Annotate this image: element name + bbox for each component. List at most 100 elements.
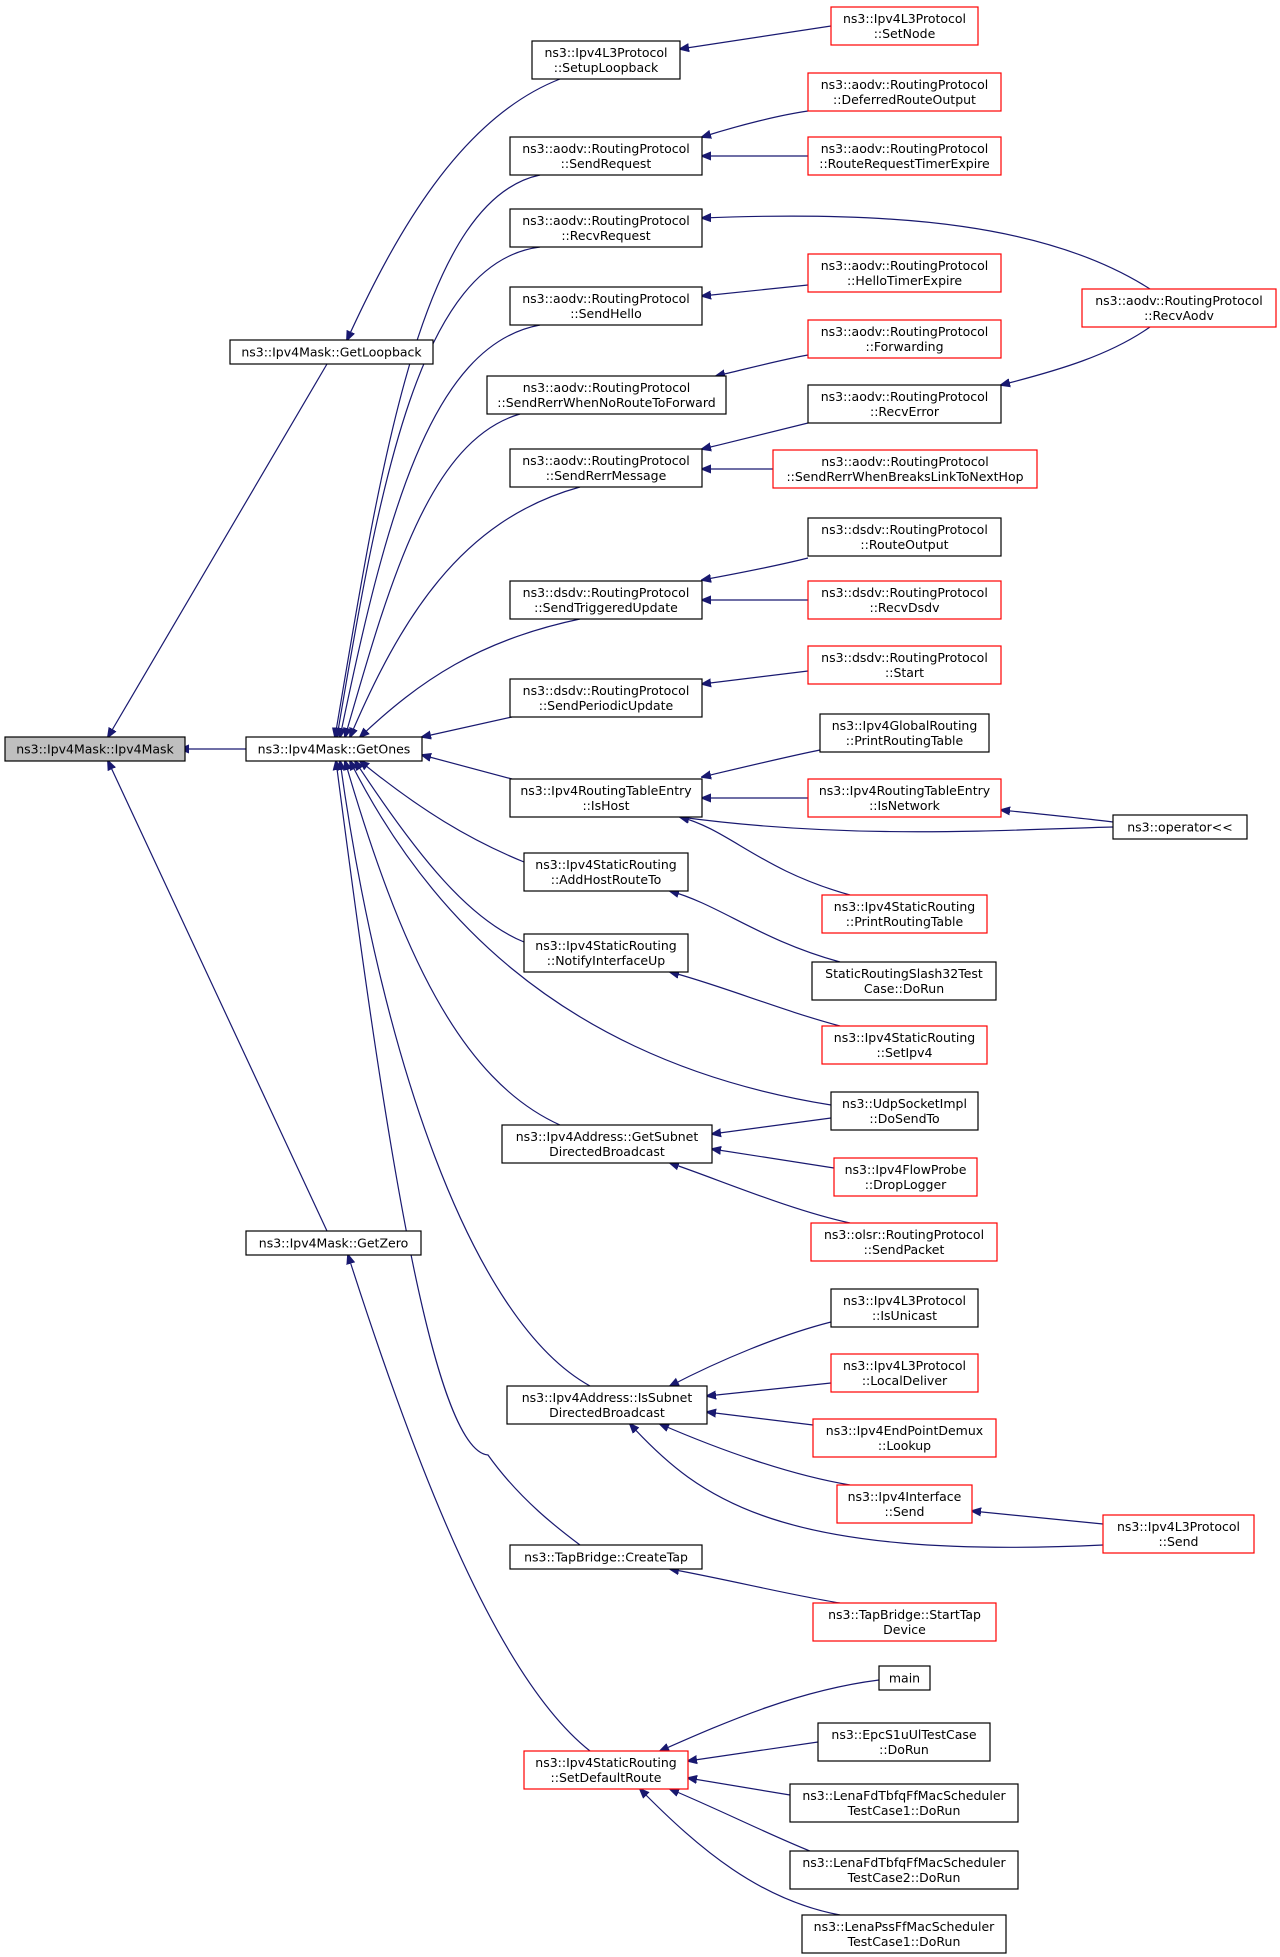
node-main[interactable]: main xyxy=(878,1665,931,1691)
node-sendHello[interactable]: ns3::aodv::RoutingProtocol::SendHello xyxy=(509,286,703,326)
node-isSubnetDirected[interactable]: ns3::Ipv4Address::IsSubnetDirectedBroadc… xyxy=(506,1385,708,1425)
node-box[interactable] xyxy=(509,678,703,718)
node-sendRerrBreaks[interactable]: ns3::aodv::RoutingProtocol::SendRerrWhen… xyxy=(772,449,1038,489)
node-sendRerrMessage[interactable]: ns3::aodv::RoutingProtocol::SendRerrMess… xyxy=(509,448,703,488)
node-box[interactable] xyxy=(531,40,681,80)
node-lenaFd1[interactable]: ns3::LenaFdTbfqFfMacSchedulerTestCase1::… xyxy=(789,1783,1019,1823)
node-staticPrintRoutingTable[interactable]: ns3::Ipv4StaticRouting::PrintRoutingTabl… xyxy=(821,894,988,934)
node-addHostRouteTo[interactable]: ns3::Ipv4StaticRouting::AddHostRouteTo xyxy=(523,852,689,892)
node-box[interactable] xyxy=(810,1222,998,1262)
node-olsrSendPacket[interactable]: ns3::olsr::RoutingProtocol::SendPacket xyxy=(810,1222,998,1262)
node-lenaPss1[interactable]: ns3::LenaPssFfMacSchedulerTestCase1::DoR… xyxy=(801,1914,1007,1954)
node-box[interactable] xyxy=(807,384,1002,424)
node-box[interactable] xyxy=(811,961,997,1001)
node-box[interactable] xyxy=(523,852,689,892)
node-box[interactable] xyxy=(830,6,979,46)
node-box[interactable] xyxy=(878,1665,931,1691)
node-box[interactable] xyxy=(509,580,703,620)
node-box[interactable] xyxy=(830,1288,979,1328)
node-box[interactable] xyxy=(807,778,1002,818)
node-operatorLL[interactable]: ns3::operator<< xyxy=(1112,814,1248,840)
node-box[interactable] xyxy=(807,72,1002,112)
node-box[interactable] xyxy=(772,449,1038,489)
node-box[interactable] xyxy=(821,894,988,934)
node-lookup[interactable]: ns3::Ipv4EndPointDemux::Lookup xyxy=(812,1418,997,1458)
node-recvError[interactable]: ns3::aodv::RoutingProtocol::RecvError xyxy=(807,384,1002,424)
node-setupLoopback[interactable]: ns3::Ipv4L3Protocol::SetupLoopback xyxy=(531,40,681,80)
node-lenaFd2[interactable]: ns3::LenaFdTbfqFfMacSchedulerTestCase2::… xyxy=(789,1850,1019,1890)
node-box[interactable] xyxy=(807,645,1002,685)
node-box[interactable] xyxy=(1112,814,1248,840)
node-epcDoRun[interactable]: ns3::EpcS1uUlTestCase::DoRun xyxy=(817,1722,991,1762)
node-isNetwork[interactable]: ns3::Ipv4RoutingTableEntry::IsNetwork xyxy=(807,778,1002,818)
node-box[interactable] xyxy=(821,1025,988,1065)
node-doSendTo[interactable]: ns3::UdpSocketImpl::DoSendTo xyxy=(830,1091,979,1131)
node-sendRequest[interactable]: ns3::aodv::RoutingProtocol::SendRequest xyxy=(509,136,703,176)
node-l3Send[interactable]: ns3::Ipv4L3Protocol::Send xyxy=(1102,1514,1255,1554)
node-dsdvStart[interactable]: ns3::dsdv::RoutingProtocol::Start xyxy=(807,645,1002,685)
node-box[interactable] xyxy=(486,375,727,415)
node-sendRerrNoRoute[interactable]: ns3::aodv::RoutingProtocol::SendRerrWhen… xyxy=(486,375,727,415)
node-box[interactable] xyxy=(509,448,703,488)
node-box[interactable] xyxy=(812,1418,997,1458)
node-box[interactable] xyxy=(1102,1514,1255,1554)
node-box[interactable] xyxy=(501,1124,713,1164)
node-createTap[interactable]: ns3::TapBridge::CreateTap xyxy=(509,1544,703,1570)
node-box[interactable] xyxy=(509,136,703,176)
node-isHost[interactable]: ns3::Ipv4RoutingTableEntry::IsHost xyxy=(509,778,703,818)
node-box[interactable] xyxy=(229,339,434,365)
node-routeRequestTimerExpire[interactable]: ns3::aodv::RoutingProtocol::RouteRequest… xyxy=(807,136,1002,176)
node-box[interactable] xyxy=(1081,288,1277,328)
node-box[interactable] xyxy=(830,1353,979,1393)
node-helloTimerExpire[interactable]: ns3::aodv::RoutingProtocol::HelloTimerEx… xyxy=(807,253,1002,293)
node-box[interactable] xyxy=(245,736,423,762)
node-recvDsdv[interactable]: ns3::dsdv::RoutingProtocol::RecvDsdv xyxy=(807,580,1002,620)
node-sendPeriodicUpdate[interactable]: ns3::dsdv::RoutingProtocol::SendPeriodic… xyxy=(509,678,703,718)
node-globalPrintRoutingTable[interactable]: ns3::Ipv4GlobalRouting::PrintRoutingTabl… xyxy=(819,713,990,753)
node-dsdvRouteOutput[interactable]: ns3::dsdv::RoutingProtocol::RouteOutput xyxy=(807,517,1002,557)
node-box[interactable] xyxy=(807,517,1002,557)
node-getLoopback[interactable]: ns3::Ipv4Mask::GetLoopback xyxy=(229,339,434,365)
node-sendTriggeredUpdate[interactable]: ns3::dsdv::RoutingProtocol::SendTriggere… xyxy=(509,580,703,620)
node-box[interactable] xyxy=(819,713,990,753)
node-getSubnetDirected[interactable]: ns3::Ipv4Address::GetSubnetDirectedBroad… xyxy=(501,1124,713,1164)
node-box[interactable] xyxy=(817,1722,991,1762)
node-forwarding[interactable]: ns3::aodv::RoutingProtocol::Forwarding xyxy=(807,319,1002,359)
node-setIpv4[interactable]: ns3::Ipv4StaticRouting::SetIpv4 xyxy=(821,1025,988,1065)
node-box[interactable] xyxy=(801,1914,1007,1954)
node-root[interactable]: ns3::Ipv4Mask::Ipv4Mask xyxy=(4,736,186,762)
node-box[interactable] xyxy=(506,1385,708,1425)
node-box[interactable] xyxy=(789,1783,1019,1823)
node-isUnicast[interactable]: ns3::Ipv4L3Protocol::IsUnicast xyxy=(830,1288,979,1328)
node-getOnes[interactable]: ns3::Ipv4Mask::GetOnes xyxy=(245,736,423,762)
node-box[interactable] xyxy=(245,1230,422,1256)
node-box[interactable] xyxy=(836,1484,973,1524)
node-setDefaultRoute[interactable]: ns3::Ipv4StaticRouting::SetDefaultRoute xyxy=(523,1750,689,1790)
node-box[interactable] xyxy=(807,136,1002,176)
node-box[interactable] xyxy=(830,1091,979,1131)
node-box[interactable] xyxy=(807,319,1002,359)
node-box[interactable] xyxy=(812,1602,997,1642)
node-recvRequest[interactable]: ns3::aodv::RoutingProtocol::RecvRequest xyxy=(509,208,703,248)
node-box[interactable] xyxy=(807,580,1002,620)
node-box[interactable] xyxy=(509,1544,703,1570)
node-box[interactable] xyxy=(4,736,186,762)
node-box[interactable] xyxy=(509,208,703,248)
node-box[interactable] xyxy=(833,1157,978,1197)
node-localDeliver[interactable]: ns3::Ipv4L3Protocol::LocalDeliver xyxy=(830,1353,979,1393)
node-dropLogger[interactable]: ns3::Ipv4FlowProbe::DropLogger xyxy=(833,1157,978,1197)
node-box[interactable] xyxy=(789,1850,1019,1890)
node-recvAodv[interactable]: ns3::aodv::RoutingProtocol::RecvAodv xyxy=(1081,288,1277,328)
node-box[interactable] xyxy=(807,253,1002,293)
node-box[interactable] xyxy=(509,286,703,326)
node-deferredRouteOutput[interactable]: ns3::aodv::RoutingProtocol::DeferredRout… xyxy=(807,72,1002,112)
node-notifyInterfaceUp[interactable]: ns3::Ipv4StaticRouting::NotifyInterfaceU… xyxy=(523,933,689,973)
node-getZero[interactable]: ns3::Ipv4Mask::GetZero xyxy=(245,1230,422,1256)
node-ifaceSend[interactable]: ns3::Ipv4Interface::Send xyxy=(836,1484,973,1524)
node-setNode[interactable]: ns3::Ipv4L3Protocol::SetNode xyxy=(830,6,979,46)
node-box[interactable] xyxy=(523,933,689,973)
node-box[interactable] xyxy=(509,778,703,818)
node-box[interactable] xyxy=(523,1750,689,1790)
